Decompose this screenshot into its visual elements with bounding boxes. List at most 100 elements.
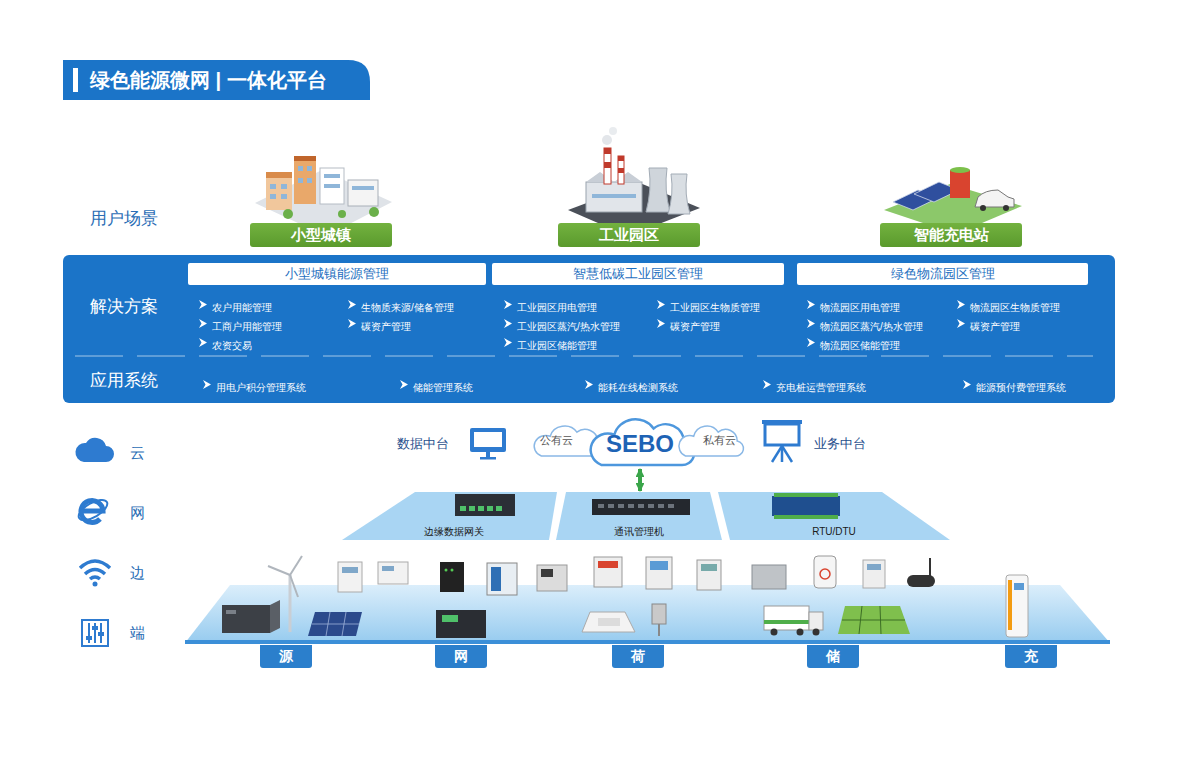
category-tab-text: 荷 xyxy=(631,648,645,665)
factory-illustration xyxy=(604,148,611,184)
category-tab: 源 xyxy=(260,645,312,668)
wifi-icon xyxy=(93,582,98,587)
category-tab: 网 xyxy=(435,645,487,668)
label-text: 工商户用能管理 xyxy=(212,321,282,332)
factory-illustration xyxy=(668,174,690,214)
cloud-icon xyxy=(75,438,114,462)
label-text: 碳资产管理 xyxy=(670,321,720,332)
bullet-chevron xyxy=(199,319,207,328)
category-tab-text: 源 xyxy=(279,648,293,665)
bullet-item: 碳资产管理 xyxy=(348,316,411,334)
grid-devices xyxy=(537,565,567,591)
gateway-port xyxy=(487,506,493,511)
title-bar xyxy=(63,60,370,100)
town-illustration xyxy=(324,184,340,188)
source-devices xyxy=(222,605,270,633)
label-text: 数据中台 xyxy=(397,436,449,451)
factory-illustration xyxy=(586,182,642,212)
scene-tag: 工业园区 xyxy=(558,223,700,247)
storage-devices xyxy=(820,569,830,579)
edge-band-text: 通讯管理机 xyxy=(614,526,664,538)
platform-name: 数据中台 xyxy=(397,434,449,452)
load-devices xyxy=(650,561,668,570)
town-illustration xyxy=(283,209,293,219)
gateway-device xyxy=(455,494,515,516)
bullet-chevron xyxy=(807,338,815,347)
factory-illustration xyxy=(609,127,617,135)
label-text: 云 xyxy=(130,444,145,461)
grid-devices xyxy=(445,569,448,572)
storage-devices xyxy=(813,629,820,636)
bullet-item: 储能管理系统 xyxy=(400,377,473,395)
edge-band-text: RTU/DTU xyxy=(812,526,856,538)
comm-port xyxy=(648,504,654,508)
terminal-icon xyxy=(98,632,104,636)
title-bar xyxy=(73,68,78,92)
town-illustration xyxy=(294,160,316,204)
bullet-chevron xyxy=(657,319,665,328)
storage-devices xyxy=(929,558,931,577)
layer-name: 边 xyxy=(130,563,145,583)
grid-devices xyxy=(436,562,567,638)
projector-icon xyxy=(765,424,799,445)
scene-tag: 小型城镇 xyxy=(250,223,392,247)
layer-name: 网 xyxy=(130,503,145,523)
scene-tag: 智能充电站 xyxy=(880,223,1022,247)
row-heading: 用户场景 xyxy=(90,208,158,230)
bullet-chevron xyxy=(348,300,356,309)
terminal-icon xyxy=(92,626,98,630)
monitor-icon xyxy=(470,428,506,460)
town-illustration xyxy=(369,207,379,217)
source-devices xyxy=(382,566,394,571)
bullet-chevron xyxy=(585,380,593,389)
load-devices xyxy=(594,557,622,587)
label-text: 边 xyxy=(130,564,145,581)
town-illustration xyxy=(298,178,303,183)
town-illustration xyxy=(266,172,292,178)
cloud-outline xyxy=(679,426,744,456)
bullet-chevron xyxy=(957,319,965,328)
gateway-port xyxy=(460,506,466,511)
edge-band: RTU/DTU xyxy=(716,492,952,540)
cloud-icon xyxy=(75,438,114,462)
solution-heading: 小型城镇能源管理 xyxy=(188,263,486,285)
grid-devices xyxy=(541,569,553,577)
charger-device xyxy=(1014,583,1024,590)
grid-devices xyxy=(491,567,501,591)
bullet-chevron xyxy=(807,338,815,347)
edge-band-shape xyxy=(342,492,557,540)
bullet-item: 工业园区用电管理 xyxy=(504,297,597,315)
label-text: 网 xyxy=(130,504,145,521)
bullet-item: 工业园区蒸汽/热水管理 xyxy=(504,316,620,334)
label-text: 充电桩运营管理系统 xyxy=(776,382,866,393)
category-tab-text: 充 xyxy=(1024,648,1038,665)
cloud-outline xyxy=(590,419,693,465)
label-text: 生物质来源/储备管理 xyxy=(361,302,454,313)
divider-line xyxy=(75,356,1093,357)
bullet-chevron xyxy=(763,380,771,389)
edge-band-text: 边缘数据网关 xyxy=(424,526,484,538)
network-icon xyxy=(76,496,111,524)
terminal-icon xyxy=(82,620,108,646)
town-illustration xyxy=(270,194,276,199)
title-bar xyxy=(63,60,370,100)
bullet-item: 用电户积分管理系统 xyxy=(203,377,306,395)
bullet-item: 碳资产管理 xyxy=(957,316,1020,334)
bullet-item: 工业园区生物质管理 xyxy=(657,297,760,315)
bullet-item: 物流园区蒸汽/热水管理 xyxy=(807,316,923,334)
solution-heading-text: 智慧低碳工业园区管理 xyxy=(573,266,703,282)
wifi-icon xyxy=(90,577,100,579)
grid-devices xyxy=(451,569,454,572)
rtu-terminal xyxy=(774,515,838,519)
charging-station-illustration xyxy=(975,190,1014,207)
bullet-chevron xyxy=(348,319,356,328)
label-text: 工业园区蒸汽/热水管理 xyxy=(517,321,620,332)
load-devices xyxy=(697,560,721,590)
charger-device xyxy=(1006,575,1028,637)
bullet-chevron xyxy=(203,380,211,389)
factory-illustration xyxy=(568,127,700,236)
rtu-terminal xyxy=(774,493,838,497)
charger-device xyxy=(1008,580,1012,630)
monitor-icon xyxy=(474,432,502,447)
charging-station-illustration xyxy=(950,170,970,198)
